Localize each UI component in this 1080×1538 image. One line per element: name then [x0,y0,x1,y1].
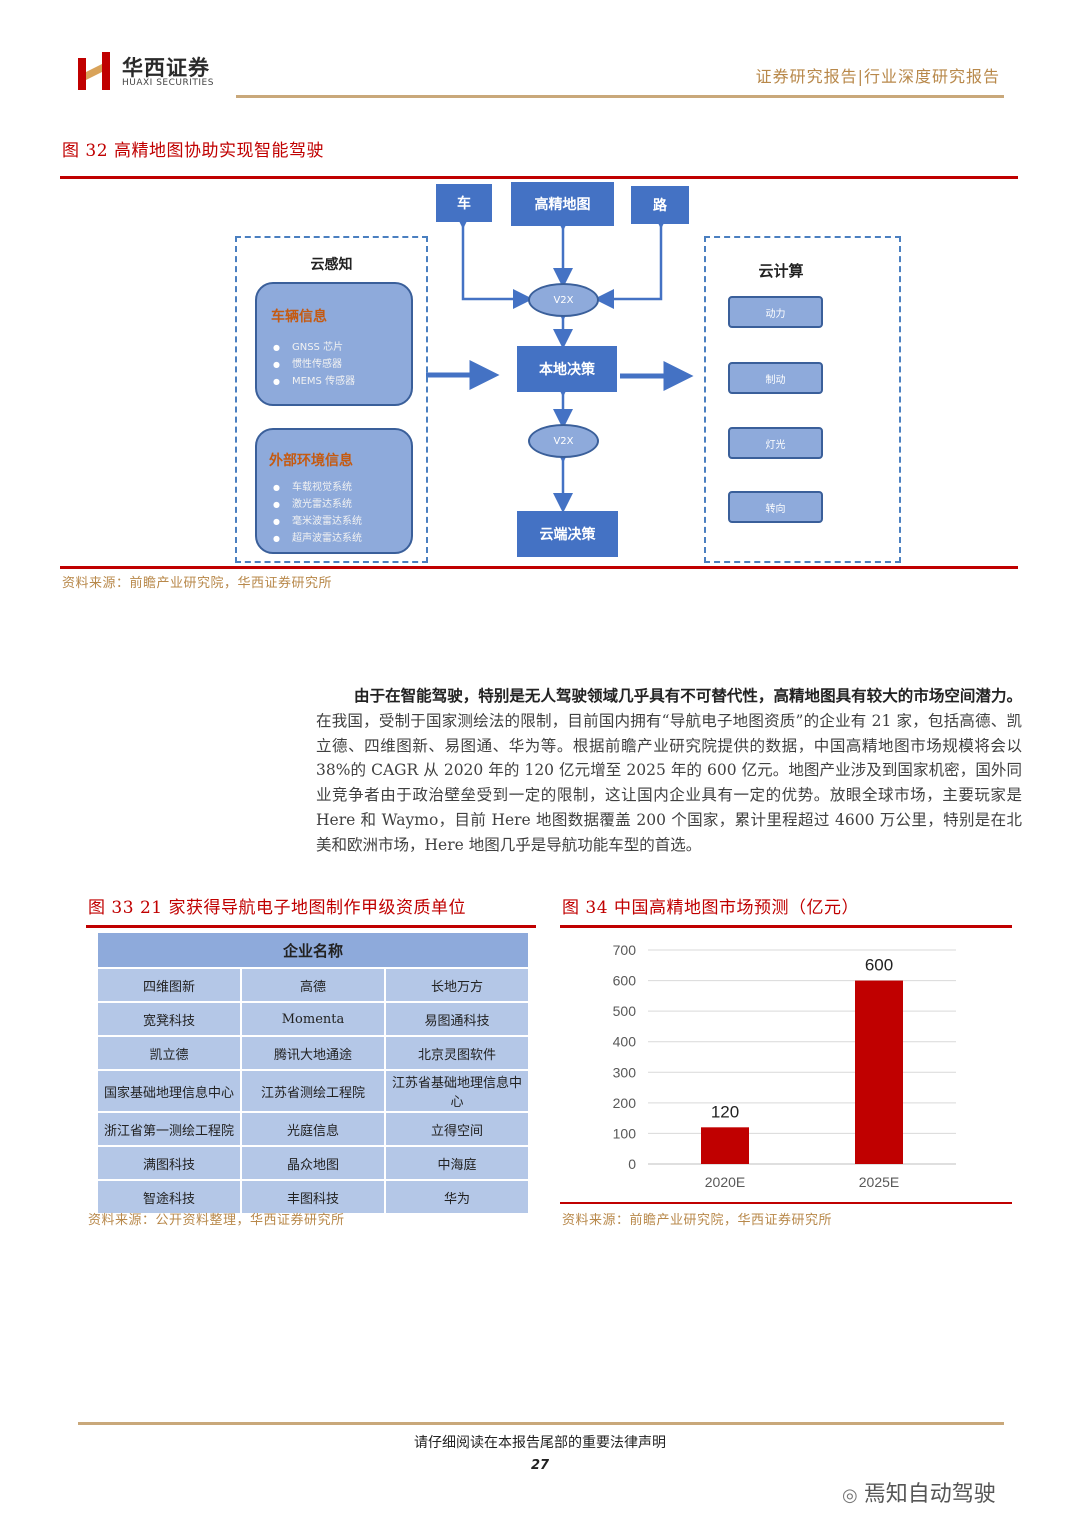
y-tick-label: 300 [613,1064,637,1080]
hd-map-box: 高精地图 [511,182,614,226]
bar [855,980,903,1164]
external-info-title: 外部环境信息 [269,453,353,469]
table-cell: 国家基础地理信息中心 [96,1069,242,1113]
table-cell: 高德 [240,967,386,1003]
brake-item: 制动 [728,362,823,394]
table-cell: 北京灵图软件 [384,1035,530,1071]
footer-disclaimer: 请仔细阅读在本报告尾部的重要法律声明 [414,1435,666,1451]
power-item: 动力 [728,296,823,328]
lights-item: 灯光 [728,427,823,459]
y-tick-label: 600 [613,973,637,989]
vehicle-info-card: 车辆信息 GNSS 芯片 惯性传感器 MEMS 传感器 [255,282,413,406]
figure32-diagram: 车 高精地图 路 V2X V2X 本地决策 云端决策 云感知 车辆信息 GNSS… [60,180,1018,568]
table-row: 浙江省第一测绘工程院光庭信息立得空间 [96,1111,530,1147]
x-tick-label: 2025E [859,1174,899,1190]
table-cell: 长地万方 [384,967,530,1003]
vehicle-info-item: MEMS 传感器 [273,372,355,387]
figure32-caption: 图 32 高精地图协助实现智能驾驶 [62,141,324,161]
figure32-source: 资料来源：前瞻产业研究院，华西证券研究所 [62,576,333,591]
car-box: 车 [436,184,492,222]
table-cell: 华为 [384,1179,530,1215]
table-row: 凯立德腾讯大地通途北京灵图软件 [96,1035,530,1071]
table-header: 企业名称 [96,931,530,969]
table-cell: 宽凳科技 [96,1001,242,1037]
logo-name-cn: 华西证券 [122,56,210,80]
figure32-top-rule [60,176,1018,179]
y-tick-label: 400 [613,1034,637,1050]
table-cell: 丰图科技 [240,1179,386,1215]
x-tick-label: 2020E [705,1174,745,1190]
cloud-perception-title: 云感知 [310,257,353,273]
table-cell: 四维图新 [96,967,242,1003]
report-type: 证券研究报告|行业深度研究报告 [755,67,1000,86]
table-row: 四维图新高德长地万方 [96,967,530,1003]
diagram-connectors [426,209,694,513]
table-cell: 易图通科技 [384,1001,530,1037]
external-info-item: 毫米波雷达系统 [273,512,362,527]
table-cell: 智途科技 [96,1179,242,1215]
watermark-text: 焉知自动驾驶 [863,1482,996,1507]
cloud-perception-panel: 云感知 车辆信息 GNSS 芯片 惯性传感器 MEMS 传感器 外部环境信息 车… [235,236,428,563]
table-cell: 中海庭 [384,1145,530,1181]
table-cell: 腾讯大地通途 [240,1035,386,1071]
cloud-compute-panel: 云计算 动力 制动 灯光 转向 [704,236,901,563]
cloud-compute-title: 云计算 [758,262,804,280]
y-tick-label: 700 [613,942,637,958]
figure33-caption: 图 33 21 家获得导航电子地图制作甲级资质单位 [88,898,466,918]
figure34-caption: 图 34 中国高精地图市场预测（亿元） [562,898,859,918]
y-tick-label: 0 [628,1156,636,1172]
cloud-decision-box: 云端决策 [517,511,618,557]
external-info-item: 超声波雷达系统 [273,529,362,544]
table-cell: 浙江省第一测绘工程院 [96,1111,242,1147]
body-paragraph: 由于在智能驾驶，特别是无人驾驶领域几乎具有不可替代性，高精地图具有较大的市场空间… [316,684,1022,858]
table-row: 智途科技丰图科技华为 [96,1179,530,1215]
table-cell: Momenta [240,1001,386,1037]
y-tick-label: 100 [613,1125,637,1141]
external-info-item: 激光雷达系统 [273,495,352,510]
table-row: 国家基础地理信息中心江苏省测绘工程院江苏省基础地理信息中心 [96,1069,530,1113]
steering-item: 转向 [728,491,823,523]
page-number: 27 [530,1458,550,1473]
figure32-bottom-rule [60,566,1018,569]
figure34-bottom-rule [560,1202,1012,1204]
v2x-top-node: V2X [528,283,599,317]
figure34-source: 资料来源：前瞻产业研究院，华西证券研究所 [562,1213,833,1228]
table-cell: 立得空间 [384,1111,530,1147]
table-cell: 满图科技 [96,1145,242,1181]
body-text: 在我国，受制于国家测绘法的限制，目前国内拥有“导航电子地图资质”的企业有 21 … [316,711,1022,854]
table-cell: 江苏省基础地理信息中心 [384,1069,530,1113]
external-info-card: 外部环境信息 车载视觉系统 激光雷达系统 毫米波雷达系统 超声波雷达系统 [255,428,413,554]
bar [701,1127,749,1164]
table-row: 满图科技晶众地图中海庭 [96,1145,530,1181]
header-divider [236,95,1004,98]
external-info-item: 车载视觉系统 [273,478,352,493]
vehicle-info-item: 惯性传感器 [273,355,342,370]
figure34-top-rule [560,925,1012,928]
logo-name-en: HUAXI SECURITIES [122,78,214,88]
figure33-source: 资料来源：公开资料整理，华西证券研究所 [88,1213,345,1228]
table-cell: 凯立德 [96,1035,242,1071]
vehicle-info-title: 车辆信息 [271,309,327,325]
y-tick-label: 200 [613,1095,637,1111]
table-cell: 晶众地图 [240,1145,386,1181]
vehicle-info-item: GNSS 芯片 [273,338,343,353]
v2x-bottom-node: V2X [528,424,599,458]
y-tick-label: 500 [613,1003,637,1019]
huaxi-logo-icon [78,52,110,90]
body-bold-lead: 由于在智能驾驶，特别是无人驾驶领域几乎具有不可替代性，高精地图具有较大的市场空间… [354,686,1022,705]
footer-divider [78,1422,1004,1425]
wechat-icon: ◎ [842,1485,858,1506]
road-box: 路 [631,186,689,224]
table-cell: 光庭信息 [240,1111,386,1147]
market-forecast-chart: 0 100 200 300 400 500 600 700 120 2020E 600 2025E [613,942,956,1190]
local-decision-box: 本地决策 [517,346,617,392]
figure33-top-rule [86,925,536,928]
data-label: 120 [711,1102,739,1121]
data-label: 600 [865,956,893,975]
watermark: ◎焉知自动驾驶 [842,1476,996,1508]
table-cell: 江苏省测绘工程院 [240,1069,386,1113]
